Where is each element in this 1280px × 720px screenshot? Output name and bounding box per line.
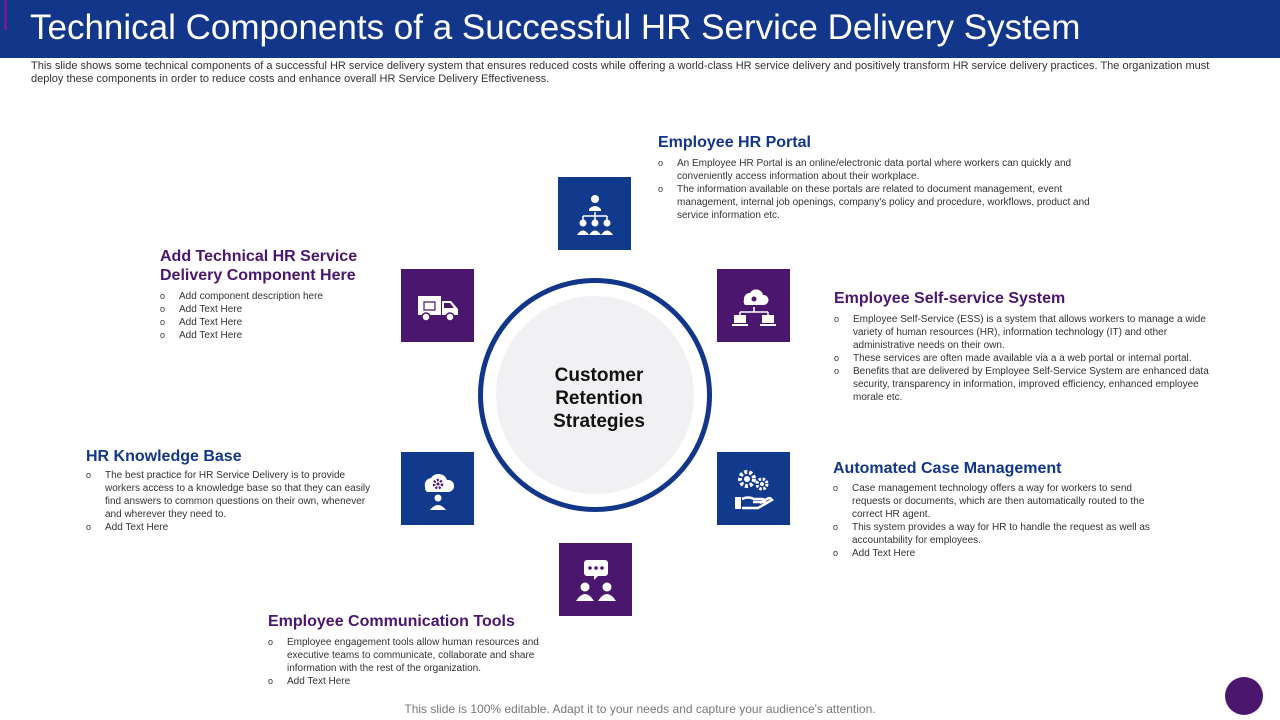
footer-note: This slide is 100% editable. Adapt it to…	[404, 702, 876, 716]
intro-text: This slide shows some technical componen…	[31, 60, 1210, 85]
acm-title: Automated Case Management	[833, 460, 1062, 477]
list-item: These services are often made available …	[834, 352, 1219, 365]
add-title-line-1: Add Technical HR Service	[160, 248, 358, 265]
cloud-person-icon	[424, 473, 454, 510]
acm-bullets: Case management technology offers a way …	[833, 482, 1168, 560]
center-circle	[496, 296, 694, 494]
list-item: Case management technology offers a way …	[833, 482, 1168, 521]
list-item: The information available on these porta…	[658, 183, 1103, 222]
list-item: This system provides a way for HR to han…	[833, 521, 1168, 547]
corner-dot	[1225, 677, 1263, 715]
list-item: Employee Self-Service (ESS) is a system …	[834, 313, 1219, 352]
list-item: The best practice for HR Service Deliver…	[86, 469, 376, 521]
comm-title: Employee Communication Tools	[268, 613, 515, 630]
slide-title: Technical Components of a Successful HR …	[30, 8, 1081, 47]
portal-title: Employee HR Portal	[658, 134, 811, 151]
portal-icon-box	[558, 177, 631, 250]
list-item: Add component description here	[160, 290, 380, 303]
center-line-2: Retention	[555, 388, 643, 409]
kb-icon-box	[401, 452, 474, 525]
chat-people-icon	[575, 559, 616, 601]
list-item: Add Text Here	[160, 329, 380, 342]
list-item: An Employee HR Portal is an online/elect…	[658, 157, 1103, 183]
ess-bullets: Employee Self-Service (ESS) is a system …	[834, 313, 1219, 404]
list-item: Add Text Here	[86, 521, 376, 534]
add-title: Add Technical HR Service Delivery Compon…	[160, 247, 357, 285]
list-item: Add Text Here	[160, 303, 380, 316]
list-item: Employee engagement tools allow human re…	[268, 636, 568, 675]
acm-icon-box	[717, 452, 790, 525]
add-icon-box	[401, 269, 474, 342]
ess-icon-box	[717, 269, 790, 342]
team-hierarchy-icon	[576, 194, 613, 235]
list-item: Add Text Here	[160, 316, 380, 329]
kb-title: HR Knowledge Base	[86, 448, 242, 465]
center-line-3: Strategies	[553, 411, 645, 432]
title-accent	[4, 0, 7, 30]
cloud-network-icon	[731, 288, 776, 326]
list-item: Add Text Here	[833, 547, 1168, 560]
center-line-1: Customer	[554, 365, 644, 386]
comm-bullets: Employee engagement tools allow human re…	[268, 636, 568, 688]
title-bar: Technical Components of a Successful HR …	[0, 0, 1280, 58]
add-title-line-2: Delivery Component Here	[160, 267, 356, 284]
center-label: Customer Retention Strategies	[496, 364, 702, 433]
comm-icon-box	[559, 543, 632, 616]
ess-title: Employee Self-service System	[834, 290, 1066, 307]
list-item: Add Text Here	[268, 675, 568, 688]
gears-hand-icon	[734, 469, 774, 509]
kb-bullets: The best practice for HR Service Deliver…	[86, 469, 376, 534]
list-item: Benefits that are delivered by Employee …	[834, 365, 1219, 404]
add-bullets: Add component description here Add Text …	[160, 290, 380, 342]
delivery-truck-icon	[417, 295, 458, 322]
portal-bullets: An Employee HR Portal is an online/elect…	[658, 157, 1103, 222]
